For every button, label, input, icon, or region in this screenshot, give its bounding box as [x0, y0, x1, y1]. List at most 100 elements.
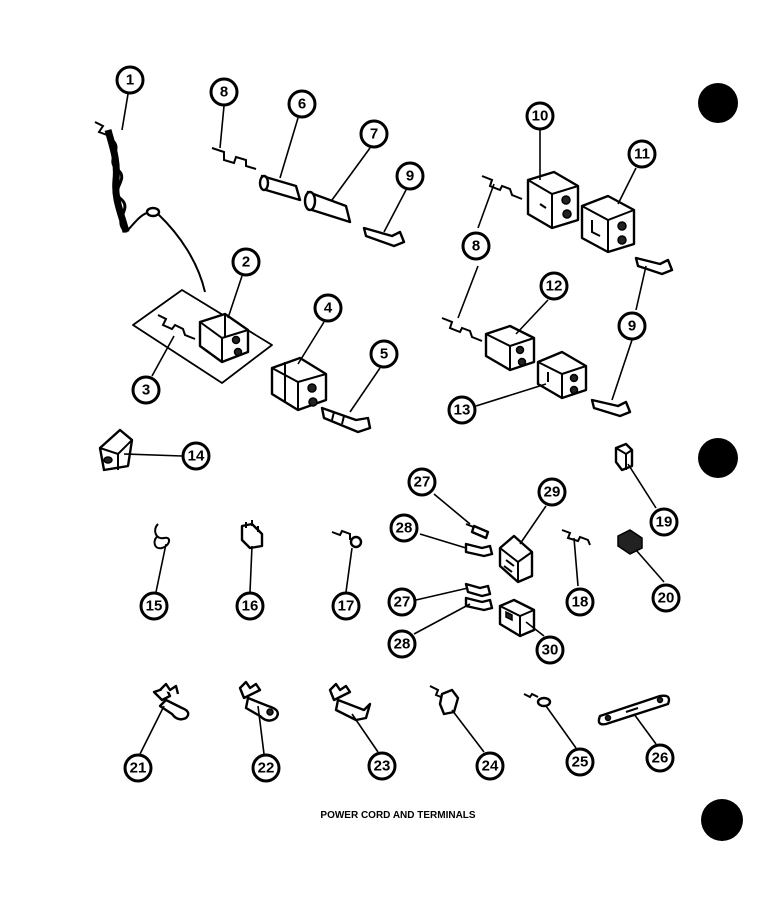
part-pin-28-upper-drawing [464, 542, 494, 558]
part-plug-kit-drawing [132, 289, 273, 384]
callout-23: 23 [367, 751, 397, 781]
callout-10: 10 [525, 101, 555, 131]
callout-16: 16 [235, 591, 265, 621]
diagram-caption: POWER CORD AND TERMINALS [320, 810, 476, 821]
part-sleeve-7-drawing [303, 190, 352, 224]
callout-27-upper: 27 [407, 467, 437, 497]
part-connector-4-drawing [270, 356, 328, 412]
callout-13: 13 [447, 395, 477, 425]
part-connector-20-drawing [617, 529, 643, 555]
svg-text:18: 18 [572, 594, 589, 611]
part-pin-8-lower-drawing [441, 317, 483, 342]
part-housing-29-drawing [498, 534, 534, 584]
part-pin-9-right-drawing [634, 256, 674, 276]
callout-26: 26 [645, 743, 675, 773]
svg-text:13: 13 [454, 402, 471, 419]
callout-24: 24 [475, 751, 505, 781]
part-clip-14-drawing [98, 428, 134, 472]
callout-6: 6 [287, 89, 317, 119]
svg-text:23: 23 [374, 758, 391, 775]
callout-12: 12 [539, 271, 569, 301]
svg-text:6: 6 [298, 96, 306, 113]
svg-text:27: 27 [414, 474, 431, 491]
callout-20: 20 [651, 583, 681, 613]
leader-lines [121, 93, 665, 755]
svg-text:14: 14 [188, 448, 205, 465]
callout-9-top: 9 [395, 161, 425, 191]
callout-7: 7 [359, 119, 389, 149]
part-connector-12-drawing [484, 324, 536, 372]
part-sleeve-6-drawing [258, 174, 302, 202]
svg-text:3: 3 [142, 382, 150, 399]
part-pin-27-lower-drawing [464, 582, 492, 598]
svg-text:9: 9 [628, 318, 636, 335]
svg-text:9: 9 [406, 168, 414, 185]
part-connector-11-drawing [580, 194, 636, 254]
part-connector-13-drawing [536, 350, 588, 400]
punch-hole-top [698, 83, 738, 123]
part-ring-terminal-22-drawing [238, 680, 279, 722]
svg-text:20: 20 [658, 590, 675, 607]
part-strap-26-drawing [597, 694, 671, 726]
svg-text:8: 8 [472, 238, 480, 255]
svg-text:8: 8 [220, 84, 228, 101]
svg-text:28: 28 [396, 520, 413, 537]
svg-text:5: 5 [380, 346, 388, 363]
svg-text:30: 30 [542, 642, 559, 659]
svg-text:19: 19 [656, 514, 673, 531]
callout-4: 4 [313, 293, 343, 323]
part-clip-19-drawing [614, 442, 634, 472]
callout-25: 25 [565, 747, 595, 777]
punch-hole-middle [698, 438, 738, 478]
callout-3: 3 [131, 375, 161, 405]
part-wire-clip-15-drawing [153, 523, 170, 550]
part-connector-10-drawing [526, 170, 580, 230]
callout-5: 5 [369, 339, 399, 369]
svg-text:12: 12 [546, 278, 563, 295]
svg-text:4: 4 [324, 300, 333, 317]
callout-21: 21 [123, 753, 153, 783]
svg-text:17: 17 [338, 598, 355, 615]
svg-text:27: 27 [394, 594, 411, 611]
callout-2: 2 [231, 247, 261, 277]
callout-28-lower: 28 [387, 629, 417, 659]
part-terminal-25-drawing [523, 692, 552, 708]
callout-29: 29 [537, 477, 567, 507]
callout-19: 19 [649, 507, 679, 537]
svg-text:25: 25 [572, 754, 589, 771]
callout-27-lower: 27 [387, 587, 417, 617]
callout-11: 11 [627, 139, 657, 169]
svg-text:28: 28 [394, 636, 411, 653]
callout-30: 30 [535, 635, 565, 665]
part-terminal-23-drawing [328, 682, 372, 722]
part-terminal-5-drawing [320, 406, 372, 434]
part-pin-27-upper-drawing [465, 523, 490, 540]
callout-9-right: 9 [617, 311, 647, 341]
callout-18: 18 [565, 587, 595, 617]
callout-28-upper: 28 [389, 513, 419, 543]
callout-1: 1 [115, 65, 145, 95]
part-ring-terminal-21-drawing [152, 682, 190, 721]
svg-text:15: 15 [146, 598, 163, 615]
svg-text:24: 24 [482, 758, 499, 775]
part-housing-30-drawing [498, 598, 536, 638]
callout-8-right: 8 [461, 231, 491, 261]
callout-22: 22 [251, 753, 281, 783]
callout-17: 17 [331, 591, 361, 621]
callout-8-top: 8 [209, 77, 239, 107]
part-terminal-16-drawing [240, 520, 264, 550]
svg-text:10: 10 [532, 108, 549, 125]
punch-hole-bottom [701, 799, 743, 841]
callout-15: 15 [139, 591, 169, 621]
part-pin-8-right-drawing [481, 175, 523, 200]
part-pin-9-lower-drawing [590, 398, 632, 418]
svg-text:11: 11 [634, 146, 650, 163]
part-pin-18-drawing [561, 529, 591, 546]
part-pin-9-top-drawing [362, 226, 406, 248]
svg-text:7: 7 [370, 126, 378, 143]
svg-text:16: 16 [242, 598, 259, 615]
svg-text:22: 22 [258, 760, 275, 777]
part-terminal-24-drawing [429, 685, 460, 716]
